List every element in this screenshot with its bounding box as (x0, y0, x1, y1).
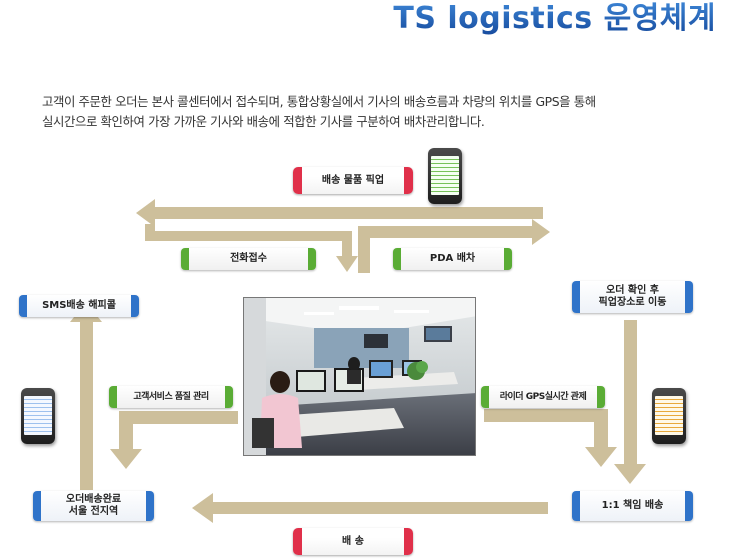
delivery-done-label: 오더배송완료 서울 전지역 (33, 491, 154, 521)
description-line-1: 고객이 주문한 오더는 본사 콜센터에서 접수되며, 통합상황실에서 기사의 배… (42, 94, 596, 109)
order-confirm-label: 오더 확인 후 픽업장소로 이동 (572, 281, 693, 313)
sms-label: SMS배송 해피콜 (19, 295, 139, 317)
order-confirm-text-2: 픽업장소로 이동 (598, 297, 667, 308)
customer-service-text: 고객서비스 품질 관리 (133, 392, 209, 402)
sms-text: SMS배송 해피콜 (42, 300, 116, 311)
smartphone-icon (21, 388, 55, 444)
pickup-label: 배송 물품 픽업 (293, 167, 413, 194)
pda-dispatch-text: PDA 배차 (429, 253, 476, 264)
phone-call-label: 전화접수 (181, 248, 316, 270)
description: 고객이 주문한 오더는 본사 콜센터에서 접수되며, 통합상황실에서 기사의 배… (42, 92, 742, 132)
arrow-bottom-left-icon (192, 493, 548, 523)
arrow-out-photo-right-icon (358, 219, 550, 273)
smartphone-icon (652, 388, 686, 444)
arrow-customer-service-down-icon (110, 411, 238, 469)
phone-call-text: 전화접수 (230, 253, 267, 264)
pickup-text: 배송 물품 픽업 (321, 174, 385, 186)
delivery-text: 배 송 (342, 535, 364, 547)
arrow-left-up-icon (70, 302, 102, 490)
arrow-gps-down-icon (484, 409, 617, 467)
delivery-done-text-2: 서울 전지역 (68, 506, 119, 517)
pda-dispatch-label: PDA 배차 (393, 248, 512, 270)
arrow-right-down-icon (614, 320, 646, 484)
customer-service-label: 고객서비스 품질 관리 (109, 386, 233, 408)
order-confirm-text-1: 오더 확인 후 (606, 285, 659, 296)
arrow-into-photo-left-icon (145, 224, 358, 272)
smartphone-icon (428, 148, 462, 204)
arrow-top-left-icon (136, 199, 543, 227)
one-to-one-text: 1:1 책임 배송 (601, 500, 664, 511)
delivery-label: 배 송 (293, 528, 413, 555)
description-line-2: 실시간으로 확인하여 가장 가까운 기사와 배송에 적합한 기사를 구분하여 배… (42, 114, 485, 129)
one-to-one-label: 1:1 책임 배송 (572, 491, 693, 521)
gps-label: 라이더 GPS실시간 관제 (481, 386, 605, 408)
delivery-done-text-1: 오더배송완료 (65, 494, 122, 505)
page-title: TS logistics 운영체계 (393, 1, 716, 36)
control-room-photo (243, 297, 476, 456)
gps-text: 라이더 GPS실시간 관제 (499, 392, 587, 402)
